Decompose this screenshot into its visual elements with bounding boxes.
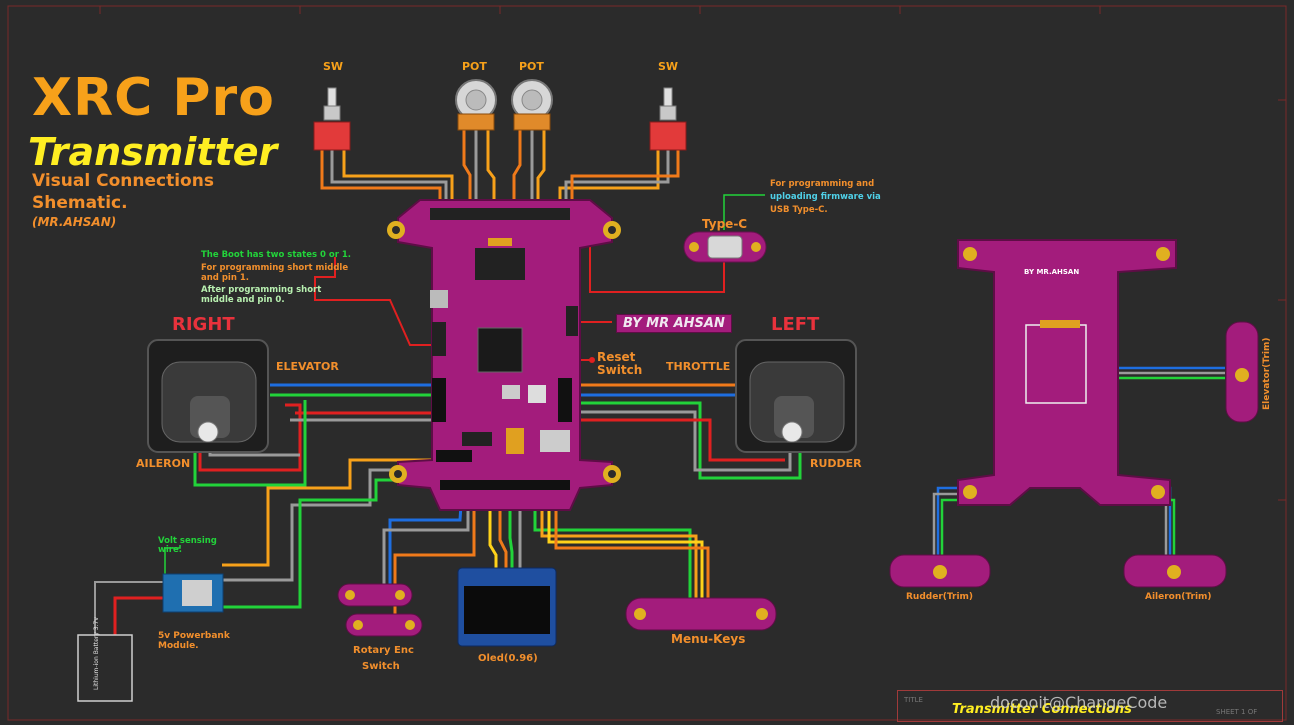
potentiometer-2 (511, 79, 553, 131)
label-right: RIGHT (172, 314, 235, 335)
note-boot-3: and pin 1. (201, 273, 249, 283)
label-rudder-trim: Rudder(Trim) (906, 592, 974, 602)
note-boot-1: The Boot has two states 0 or 1. (201, 250, 351, 260)
main-pcb (387, 199, 621, 511)
joystick-right (147, 339, 269, 453)
label-volt-1: Volt sensing (158, 536, 217, 546)
description-line-2: Shematic. (32, 193, 128, 213)
author-label: (MR.AHSAN) (32, 215, 117, 229)
title-block-left-label: TITLE (904, 696, 923, 704)
label-elevator-trim: Elevator(Trim) (1262, 337, 1272, 410)
note-typec-3: USB Type-C. (770, 205, 828, 215)
label-sw-left: SW (323, 60, 344, 73)
toggle-switch-left (313, 87, 351, 151)
note-boot-2: For programming short middle (201, 263, 349, 273)
oled-display (457, 567, 557, 647)
potentiometer-1 (455, 79, 497, 131)
reset-marker (589, 357, 595, 363)
trim-pcb (957, 239, 1177, 506)
trim-board-elevator (1225, 321, 1259, 423)
rotary-encoder (337, 583, 423, 637)
joystick-left (735, 339, 857, 453)
page-subtitle: Transmitter (28, 130, 278, 174)
label-left: LEFT (771, 314, 820, 335)
label-powerbank-1: 5v Powerbank (158, 631, 230, 641)
description-line-1: Visual Connections (32, 171, 214, 191)
label-volt-2: wire. (158, 545, 182, 555)
by-mr-ahsan-banner: BY MR AHSAN (616, 314, 732, 333)
trim-board-aileron (1123, 554, 1227, 588)
frame-ticks (99, 6, 1286, 501)
label-rudder: RUDDER (810, 457, 862, 470)
battery-label: Lithium-ion Battery 3.7v (93, 617, 100, 690)
note-boot-4: After programming short (201, 285, 322, 295)
label-pot-2: POT (519, 60, 544, 73)
type-c-board (683, 231, 767, 263)
page-title: XRC Pro (32, 68, 275, 128)
label-menu-keys: Menu-Keys (671, 632, 746, 646)
title-block-right-label: SHEET 1 OF (1216, 708, 1258, 716)
wires-right-stick (193, 383, 435, 487)
trim-board-brand: BY MR.AHSAN (1024, 268, 1080, 276)
sheet-frame (7, 5, 1287, 721)
label-powerbank-2: Module. (158, 641, 199, 651)
label-throttle: THROTTLE (666, 360, 731, 373)
battery (77, 634, 133, 702)
menu-keys-board (625, 597, 777, 631)
label-aileron: AILERON (136, 457, 191, 470)
label-oled: Oled(0.96) (478, 653, 538, 664)
label-rotary-2: Switch (362, 661, 400, 672)
wires-left-stick (570, 383, 802, 480)
note-boot-5: middle and pin 0. (201, 295, 285, 305)
label-sw-right: SW (658, 60, 679, 73)
label-elevator: ELEVATOR (276, 360, 339, 373)
trim-board-rudder (889, 554, 991, 588)
label-type-c: Type-C (702, 217, 748, 231)
label-aileron-trim: Aileron(Trim) (1145, 592, 1212, 602)
note-typec-2: uploading firmware via (770, 192, 881, 202)
watermark: docooit@ChangeCode (990, 693, 1168, 712)
note-typec-1: For programming and (770, 179, 875, 189)
title-block-text: Transmitter Connections (952, 702, 1132, 717)
label-reset-2: Switch (597, 363, 643, 377)
label-pot-1: POT (462, 60, 487, 73)
powerbank-module (162, 573, 224, 613)
toggle-switch-right (649, 87, 687, 151)
label-rotary-1: Rotary Enc (353, 645, 414, 656)
label-reset-1: Reset (597, 350, 636, 364)
title-block (897, 690, 1283, 722)
